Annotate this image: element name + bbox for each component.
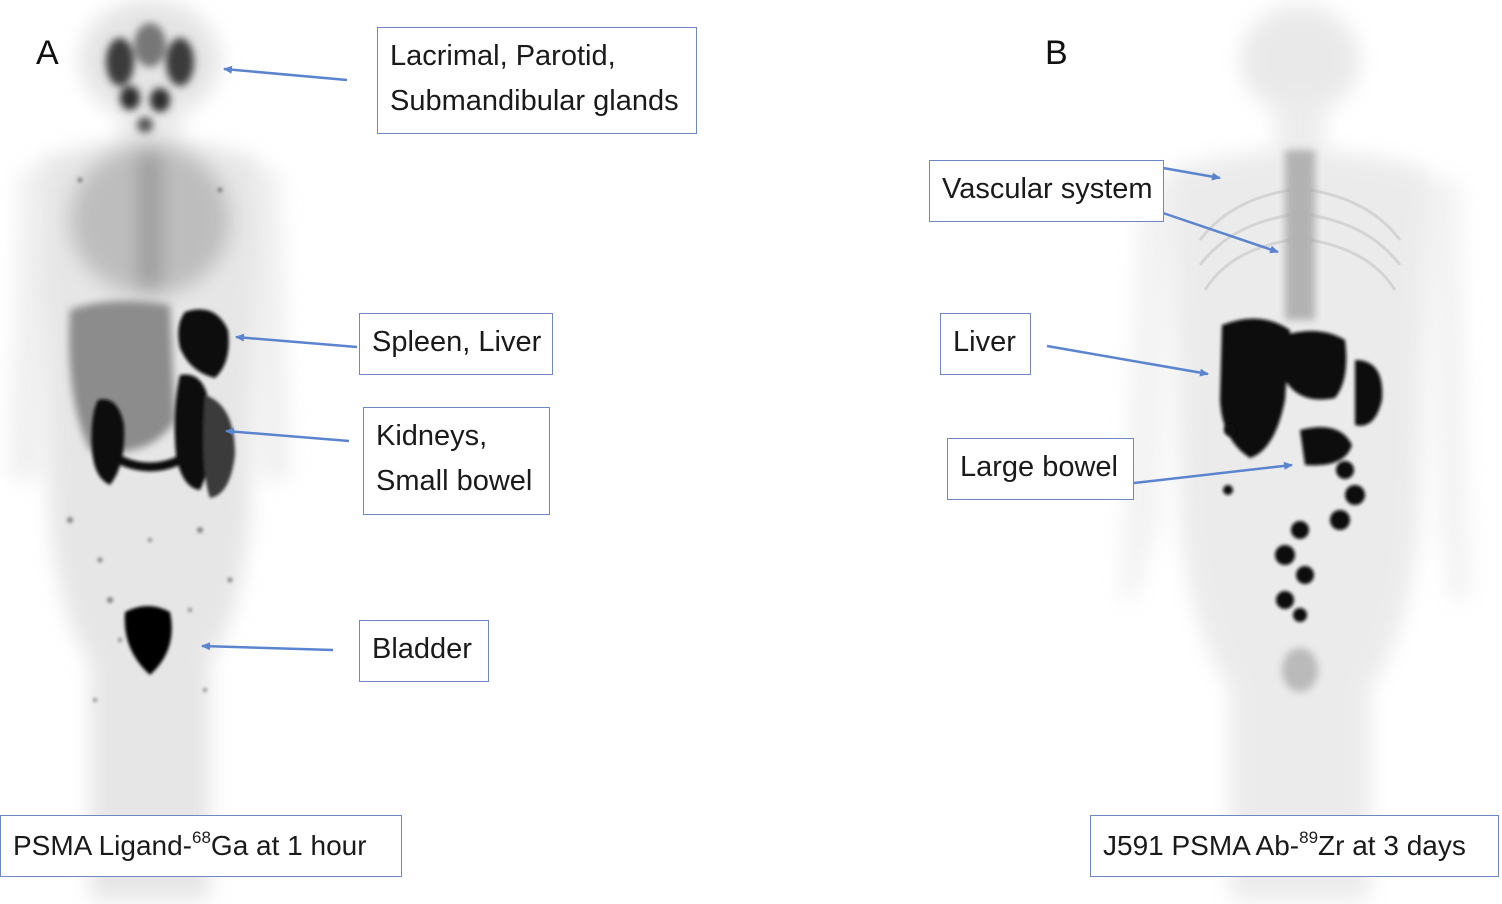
scan-b [1120, 5, 1470, 900]
arrow-bladder [201, 642, 334, 652]
label-glands-line1: Lacrimal, Parotid, [390, 40, 616, 72]
label-glands-line2: Submandibular glands [390, 85, 679, 117]
arrow-glands [223, 65, 348, 82]
label-vascular-text: Vascular system [942, 173, 1153, 205]
caption-a-prefix: PSMA Ligand- [13, 830, 192, 861]
caption-a-isotope-mass: 68 [192, 828, 211, 847]
panel-letter-b: B [1045, 34, 1068, 72]
label-bladder: Bladder [359, 620, 489, 682]
label-glands: Lacrimal, Parotid, Submandibular glands [377, 27, 697, 134]
arrows [201, 65, 1293, 652]
label-kidneys-bowel: Kidneys, Small bowel [363, 407, 550, 515]
label-kidneys-line1: Kidneys, [376, 420, 488, 452]
label-liver-b: Liver [940, 313, 1031, 375]
caption-b-prefix: J591 PSMA Ab- [1103, 830, 1300, 861]
caption-b-isotope-mass: 89 [1299, 828, 1319, 847]
label-spleen-liver: Spleen, Liver [359, 313, 553, 375]
label-vascular: Vascular system [929, 160, 1164, 222]
arrow-vascular-lower [1162, 211, 1279, 254]
label-large-bowel: Large bowel [947, 438, 1134, 500]
label-kidneys-line2: Small bowel [376, 465, 533, 497]
arrow-liver-b [1046, 344, 1209, 377]
scan-a [10, 0, 290, 900]
arrow-vascular-upper [1162, 166, 1221, 181]
label-liver-b-text: Liver [953, 326, 1016, 358]
arrow-spleen-liver [235, 333, 358, 349]
label-spleen-liver-text: Spleen, Liver [372, 326, 542, 358]
caption-a: PSMA Ligand-68Ga at 1 hour [0, 815, 402, 877]
arrow-large-bowel [1133, 461, 1293, 485]
caption-b: J591 PSMA Ab-89Zr at 3 days [1090, 815, 1499, 877]
panel-letter-a: A [36, 34, 59, 72]
caption-b-suffix: Zr at 3 days [1318, 830, 1466, 861]
label-large-bowel-text: Large bowel [960, 451, 1118, 483]
label-bladder-text: Bladder [372, 633, 472, 665]
arrow-kidneys [225, 427, 350, 443]
caption-a-suffix: Ga at 1 hour [210, 830, 367, 861]
